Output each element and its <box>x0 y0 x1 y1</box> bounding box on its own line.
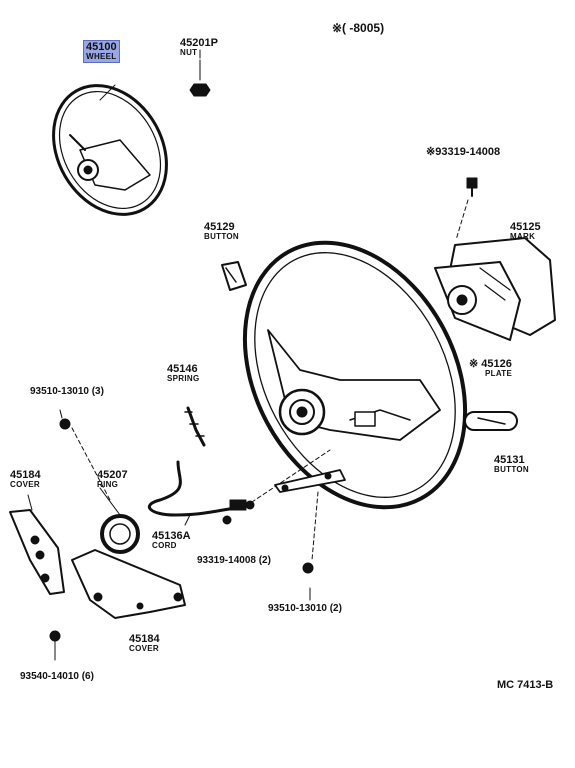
nut-part-number: 45201P <box>180 37 218 49</box>
large-steering-wheel <box>242 240 468 510</box>
cover-bottom-shape <box>71 549 186 619</box>
button-left-part-number: 45129 <box>204 221 235 233</box>
screw-bottom-label: 93540-14010 (6) <box>20 671 94 682</box>
button-left-part-name: BUTTON <box>204 232 239 241</box>
plate-part-number: ※ 45126 <box>469 358 512 370</box>
cover-left-part-name: COVER <box>10 480 40 489</box>
cover-left-shape <box>9 509 65 595</box>
screw-bottom-shape <box>49 630 61 661</box>
mark-label: 45125 MARK <box>510 222 541 241</box>
wheel-part-name: WHEEL <box>86 52 117 61</box>
wheel-label: 45100 WHEEL <box>83 40 120 63</box>
cover-bottom-part-name: COVER <box>129 644 159 653</box>
ring-part-number: 45207 <box>97 469 128 481</box>
screw-right-label: 93510-13010 (2) <box>268 603 342 614</box>
cover-left-label: 45184 COVER <box>10 470 41 489</box>
ring-shape <box>100 514 140 554</box>
button-left-label: 45129 BUTTON <box>204 222 239 241</box>
header-note: ※( -8005) <box>332 21 385 35</box>
cover-left-part-number: 45184 <box>10 469 41 481</box>
cord-part-name: CORD <box>152 541 177 550</box>
ring-label: 45207 RING <box>97 470 128 489</box>
spring-shape <box>184 406 206 447</box>
nut-shape <box>189 59 211 97</box>
small-steering-wheel <box>52 84 168 216</box>
spring-label: 45146 SPRING <box>167 364 199 383</box>
ring-part-name: RING <box>97 480 119 489</box>
footer-code: MC 7413-B <box>497 679 554 691</box>
bracket-right-shape <box>274 469 346 574</box>
cord-shape <box>147 449 331 525</box>
mark-plate-shape <box>434 237 556 341</box>
cover-bottom-label: 45184 COVER <box>129 634 160 653</box>
cord-part-number: 45136A <box>152 530 191 542</box>
button-right-part-name: BUTTON <box>494 465 529 474</box>
button-left-shape <box>221 261 247 291</box>
button-right-shape <box>464 411 518 431</box>
screw-left-shape <box>59 418 111 501</box>
screw-cord-label: 93319-14008 (2) <box>197 555 271 566</box>
screw-left-label: 93510-13010 (3) <box>30 386 104 397</box>
wheel-part-number: 45100 <box>86 41 117 53</box>
plate-label: ※ 45126 PLATE <box>469 359 512 378</box>
button-right-part-number: 45131 <box>494 454 525 466</box>
cord-label: 45136A CORD <box>152 531 191 550</box>
mark-part-name: MARK <box>510 232 536 241</box>
spring-part-number: 45146 <box>167 363 198 375</box>
bolt-top-label: ※93319-14008 <box>426 146 501 158</box>
nut-part-name: NUT <box>180 48 198 57</box>
cover-bottom-part-number: 45184 <box>129 633 160 645</box>
mark-part-number: 45125 <box>510 221 541 233</box>
bolt-top-shape <box>455 177 478 241</box>
button-right-label: 45131 BUTTON <box>494 455 529 474</box>
nut-label: 45201P NUT <box>180 38 218 57</box>
plate-part-name: PLATE <box>485 369 513 378</box>
spring-part-name: SPRING <box>167 374 200 383</box>
